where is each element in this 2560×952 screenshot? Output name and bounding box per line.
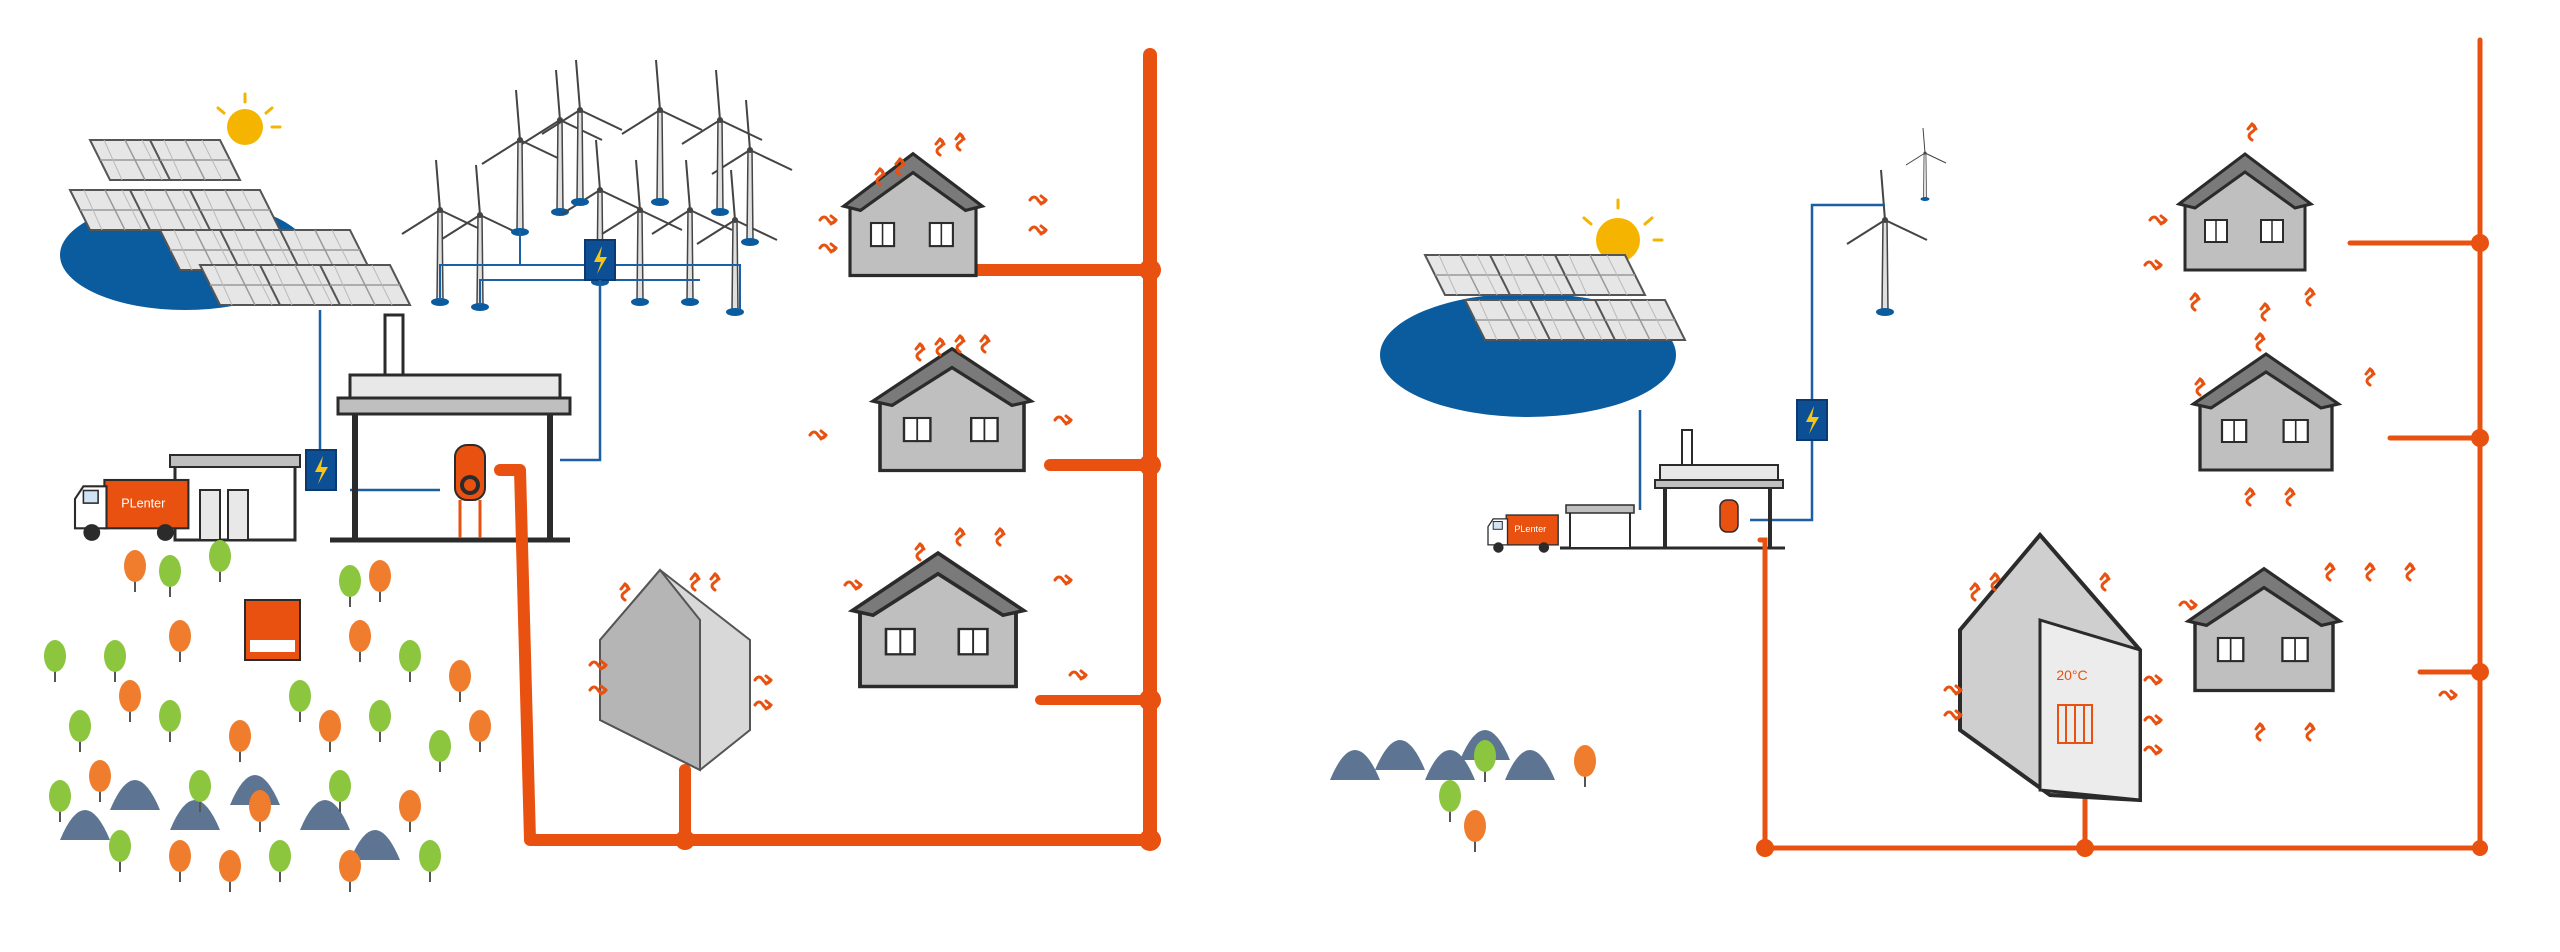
house-icon — [2191, 352, 2341, 472]
insulated-house — [599, 568, 751, 772]
forest — [43, 539, 492, 893]
truck-icon — [244, 599, 301, 661]
lightning-bolt-icon — [305, 449, 337, 491]
house-icon — [870, 346, 1033, 473]
house-icon — [2177, 152, 2313, 272]
lightning-bolt-icon — [584, 239, 616, 281]
truck-icon: PLenter — [1487, 514, 1559, 554]
heat-plant — [1560, 429, 1785, 550]
svg-text:PLenter: PLenter — [1514, 524, 1546, 534]
heating-pipe-left — [494, 48, 1157, 847]
house-icon — [842, 152, 984, 278]
heat-plant — [169, 313, 572, 543]
right-network: PLenter 20°C — [1330, 37, 2489, 857]
sun-icon — [216, 92, 282, 145]
sun-icon — [1582, 198, 1664, 262]
svg-text:PLenter: PLenter — [121, 496, 165, 510]
left-network: PLenter — [43, 48, 1161, 893]
house-icon — [2186, 566, 2342, 693]
room-temperature: 20°C — [2056, 667, 2087, 683]
insulated-house: 20°C — [1958, 531, 2142, 803]
wind-farm — [401, 59, 793, 317]
forest — [1330, 730, 1597, 853]
truck-icon: PLenter — [73, 478, 190, 542]
lightning-bolt-icon — [1796, 399, 1828, 441]
wind-turbine-icon — [1846, 127, 1947, 317]
house-icon — [850, 551, 1026, 689]
power-lines — [1638, 203, 1885, 522]
